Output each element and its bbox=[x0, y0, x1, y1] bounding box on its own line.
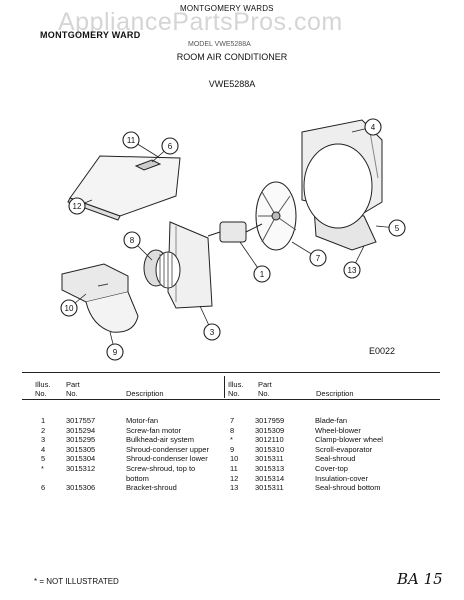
table-cell-part: 3015313 bbox=[255, 464, 285, 473]
table-cell-desc: Screw-fan motor bbox=[126, 425, 182, 435]
table-cell-part: 3012110 bbox=[255, 435, 284, 445]
part-bracket-shroud bbox=[134, 159, 162, 171]
table-cell-desc: Shroud-condenser lower bbox=[126, 454, 208, 464]
col-illus-header-right: Illus.No. bbox=[228, 380, 244, 398]
table-cell-illus: 4 bbox=[41, 444, 46, 454]
brand-top: MONTGOMERY WARDS bbox=[180, 4, 274, 13]
table-top-rule bbox=[22, 372, 440, 373]
table-cell-desc: Seal-shroud bbox=[315, 454, 356, 464]
callout-4: 4 bbox=[371, 123, 376, 132]
table-cell-illus: 7 bbox=[230, 416, 235, 425]
callout-12: 12 bbox=[73, 202, 82, 211]
table-cell-part: 3015311 bbox=[255, 483, 284, 493]
table-cell-illus: * bbox=[230, 435, 233, 445]
table-cell-illus: 3 bbox=[41, 435, 46, 445]
col-illus-header: Illus.No. bbox=[35, 380, 51, 398]
callout-3: 3 bbox=[210, 328, 215, 337]
table-cell-desc: Motor-fan bbox=[126, 416, 159, 425]
table-cell-desc: Scroll-evaporator bbox=[315, 444, 373, 454]
col-description-header: Description bbox=[126, 389, 164, 398]
table-cell-desc: Insulation-cover bbox=[315, 473, 368, 483]
table-cell-part: 3015314 bbox=[255, 473, 285, 483]
brand-main: MONTGOMERY WARD bbox=[40, 30, 141, 40]
table-cell-desc: Screw-shroud, top to bbox=[126, 464, 196, 473]
table-cell-part: 3015294 bbox=[66, 425, 96, 435]
footnote: * = NOT ILLUSTRATED bbox=[34, 577, 119, 586]
table-cell-desc: Wheel-blower bbox=[315, 425, 361, 435]
watermark: AppliancePartsPros.com bbox=[58, 8, 343, 36]
table-cell-illus: 9 bbox=[230, 444, 235, 454]
part-fan-motor bbox=[207, 221, 263, 243]
callout-13: 13 bbox=[348, 266, 357, 275]
handwritten-note: BA 15 bbox=[397, 570, 443, 588]
callout-10: 10 bbox=[65, 304, 74, 313]
table-cell-part: 3015305 bbox=[66, 444, 96, 454]
table-cell-desc: Bulkhead-air system bbox=[126, 435, 194, 445]
table-cell-illus: 12 bbox=[230, 473, 239, 483]
table-cell-part: 3015306 bbox=[66, 483, 96, 493]
part-condenser-shroud bbox=[301, 119, 383, 251]
table-cell-desc: Seal-shroud bottom bbox=[315, 483, 381, 493]
part-blower-wheel bbox=[143, 249, 181, 289]
table-cell-part: 3017557 bbox=[66, 416, 96, 425]
table-cell-part: 3015295 bbox=[66, 435, 96, 445]
table-cell-illus: 11 bbox=[230, 464, 238, 473]
callout-8: 8 bbox=[130, 236, 135, 245]
col-description-header-right: Description bbox=[316, 389, 354, 398]
table-cell-illus: 1 bbox=[41, 416, 46, 425]
table-cell-desc: Bracket-shroud bbox=[126, 483, 177, 493]
part-top-cover bbox=[67, 155, 181, 221]
document-title: ROOM AIR CONDITIONER bbox=[176, 52, 288, 62]
table-cell-illus: 13 bbox=[230, 483, 239, 493]
table-header-rule bbox=[22, 399, 440, 400]
diagram-code: E0022 bbox=[369, 346, 396, 356]
table-cell-part: 3015309 bbox=[255, 425, 285, 435]
part-fan-blade bbox=[255, 181, 297, 251]
callout-5: 5 bbox=[395, 224, 400, 233]
table-cell-part: 3015311 bbox=[255, 454, 284, 464]
table-cell-part: 3017959 bbox=[255, 416, 285, 425]
table-cell-illus: 5 bbox=[41, 454, 46, 464]
callout-6: 6 bbox=[168, 142, 173, 151]
table-cell-part: 3015310 bbox=[255, 444, 285, 454]
callout-1: 1 bbox=[260, 270, 265, 279]
part-evaporator-scroll bbox=[61, 263, 139, 333]
table-cell-illus: 6 bbox=[41, 483, 46, 493]
table-cell-desc: Blade-fan bbox=[315, 416, 348, 425]
table-cell-illus: 8 bbox=[230, 425, 235, 435]
table-cell-illus: 10 bbox=[230, 454, 239, 464]
table-cell-desc: Cover-top bbox=[315, 464, 348, 473]
table-cell-desc: bottom bbox=[126, 473, 149, 483]
exploded-parts-diagram: 1 3 4 5 6 7 8 9 10 11 12 13 bbox=[60, 118, 406, 361]
table-cell-illus: * bbox=[41, 464, 44, 473]
callout-11: 11 bbox=[127, 136, 136, 145]
table-cell-desc: Shroud-condenser upper bbox=[126, 444, 209, 454]
column-divider bbox=[224, 376, 225, 398]
table-cell-illus: 2 bbox=[41, 425, 46, 435]
callout-9: 9 bbox=[113, 348, 118, 357]
table-cell-desc: Clamp-blower wheel bbox=[315, 435, 383, 445]
callout-7: 7 bbox=[316, 254, 321, 263]
model-number: VWE5288A bbox=[208, 79, 256, 89]
table-cell-part: 3015312 bbox=[66, 464, 96, 473]
table-cell-part: 3015304 bbox=[66, 454, 96, 464]
model-reference: MODEL VWE5288A bbox=[188, 41, 251, 48]
